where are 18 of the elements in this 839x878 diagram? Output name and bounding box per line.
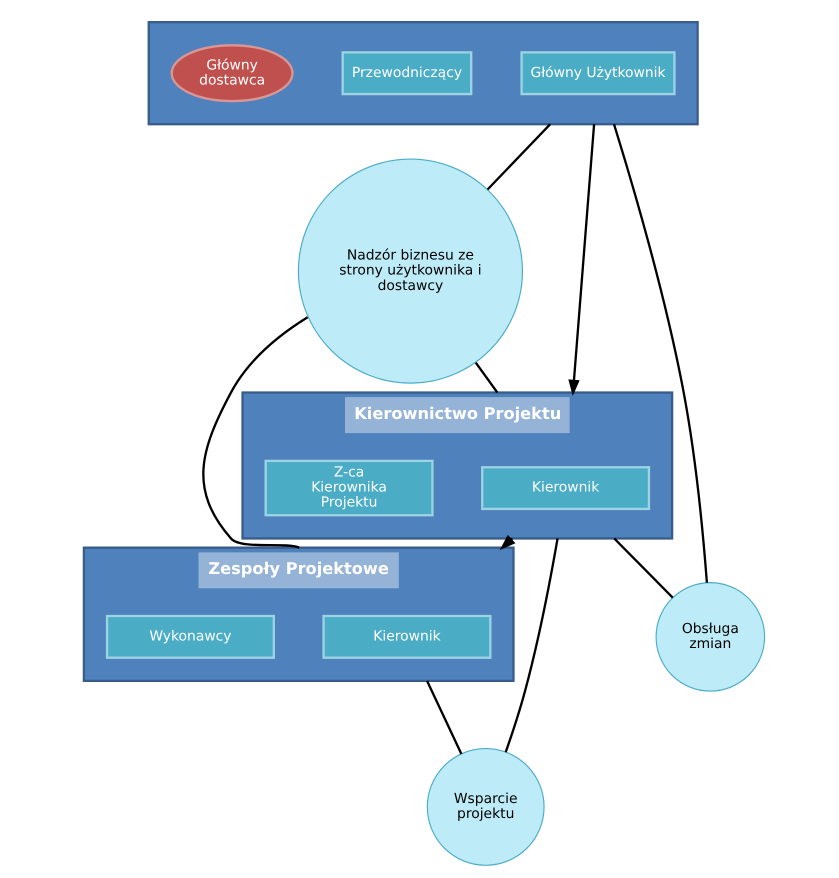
node-box: Z-ca Kierownika Projektu <box>264 460 434 516</box>
node-circle: Nadzór biznesu ze strony użytkownika i dostawcy <box>298 158 524 384</box>
node-box: Wykonawcy <box>106 614 275 659</box>
node-box: Kierownik <box>322 614 492 659</box>
connector <box>202 316 308 549</box>
connector <box>486 123 552 190</box>
node-box: Przewodniczący <box>342 51 472 96</box>
connector <box>426 680 462 754</box>
connector <box>612 124 708 583</box>
node-box: Główny Użytkownik <box>520 51 676 96</box>
node-circle: Obsługa zmian <box>656 582 766 692</box>
connector <box>613 538 674 598</box>
connector <box>474 362 498 394</box>
arrow <box>568 124 596 396</box>
node-circle: Wsparcie projektu <box>426 748 545 866</box>
node-box: Kierownik <box>481 466 650 510</box>
node-ellipse: Główny dostawca <box>170 44 294 102</box>
cluster <box>148 21 699 126</box>
